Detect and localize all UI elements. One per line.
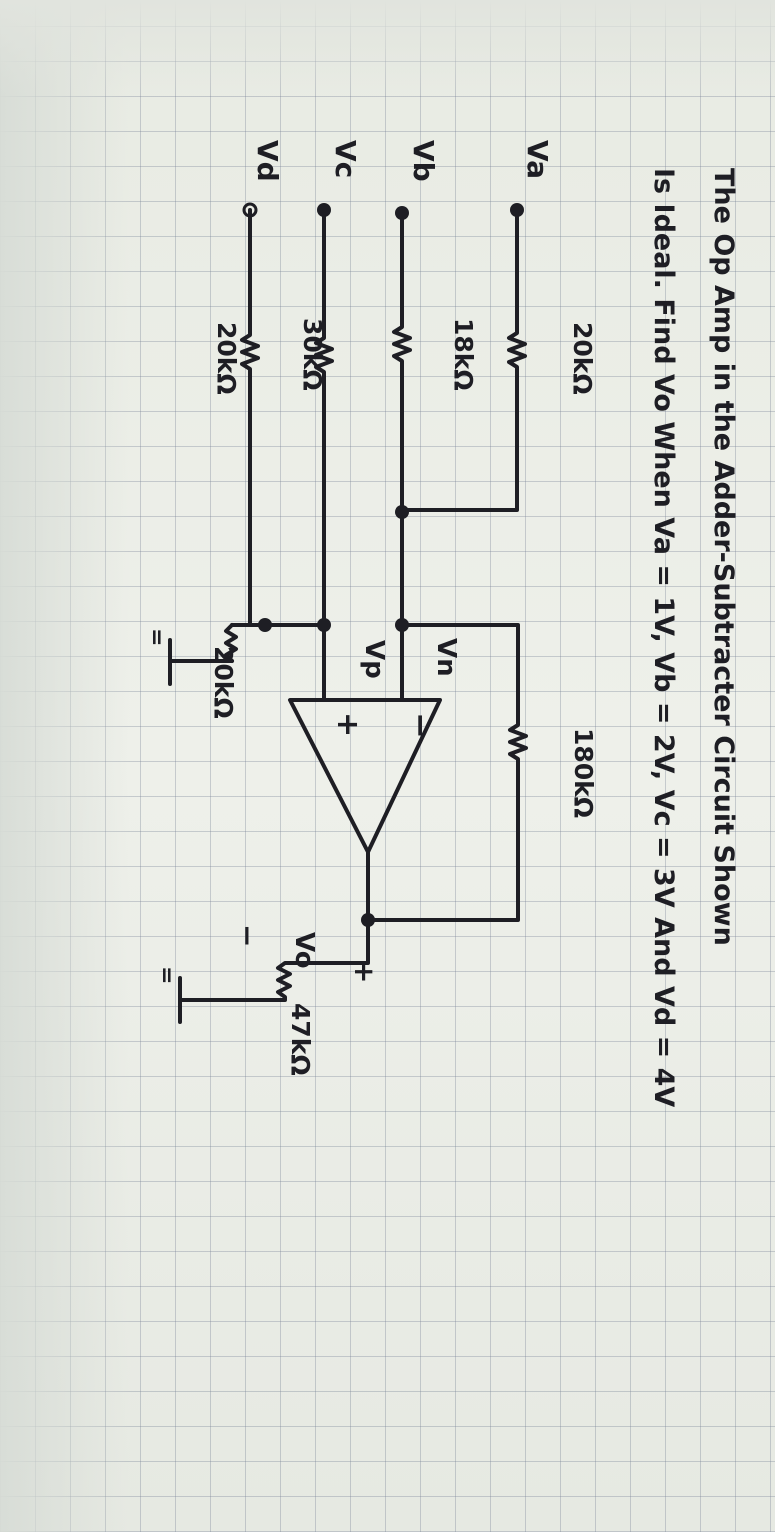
output-minus-label: −	[231, 924, 264, 947]
resistor-rc-label: 30kΩ	[298, 318, 327, 391]
branch-vb: 18kΩ	[392, 211, 478, 627]
branch-vd: 20kΩ	[212, 208, 260, 627]
node-vo-label: Vo	[289, 932, 319, 969]
ground-symbol-output: =	[154, 966, 179, 984]
node-vp-network: = 20kΩ Vp	[144, 618, 389, 719]
input-vd: Vd	[242, 140, 284, 218]
paper-top-shadow	[0, 0, 775, 95]
output-plus-label: +	[348, 960, 381, 983]
op-amp-minus-input: −	[402, 712, 440, 739]
input-vd-label: Vd	[251, 140, 284, 182]
branch-vc: 30kΩ	[298, 208, 334, 627]
resistor-rf-label: 180kΩ	[569, 728, 598, 818]
output-load: = + − Vo 47kΩ	[154, 918, 381, 1076]
node-vn-label: Vn	[431, 638, 461, 677]
resistor-rl-label: 47kΩ	[286, 1003, 315, 1076]
branch-va: 20kΩ	[400, 208, 597, 512]
resistor-rd-label: 20kΩ	[212, 322, 241, 395]
node-vp-label: Vp	[359, 640, 389, 679]
op-amp-body	[288, 698, 442, 854]
input-va: Va	[510, 140, 554, 217]
input-va-label: Va	[521, 140, 554, 179]
problem-line-2: Is Ideal. Find Vo When Va = 1V, Vb = 2V,…	[648, 168, 679, 1107]
node-vn-network: Vn 180kΩ	[366, 618, 598, 922]
input-vb-label: Vb	[407, 140, 440, 182]
junction-vp-d	[258, 618, 272, 632]
junction-vn-upper	[395, 505, 409, 519]
input-vc-label: Vc	[329, 140, 362, 178]
input-vb: Vb	[395, 140, 440, 220]
input-vc: Vc	[317, 140, 362, 217]
resistor-rg-label: 20kΩ	[209, 646, 238, 719]
resistor-ra-label: 20kΩ	[568, 322, 597, 395]
paper-edge-shadow	[0, 0, 130, 1532]
op-amp-plus-input: +	[330, 712, 365, 737]
op-amp: − +	[288, 698, 442, 927]
resistor-rb-label: 18kΩ	[449, 318, 478, 391]
ground-symbol-vp: =	[144, 628, 169, 646]
problem-line-1: The Op Amp in the Adder-Subtracter Circu…	[708, 168, 739, 946]
